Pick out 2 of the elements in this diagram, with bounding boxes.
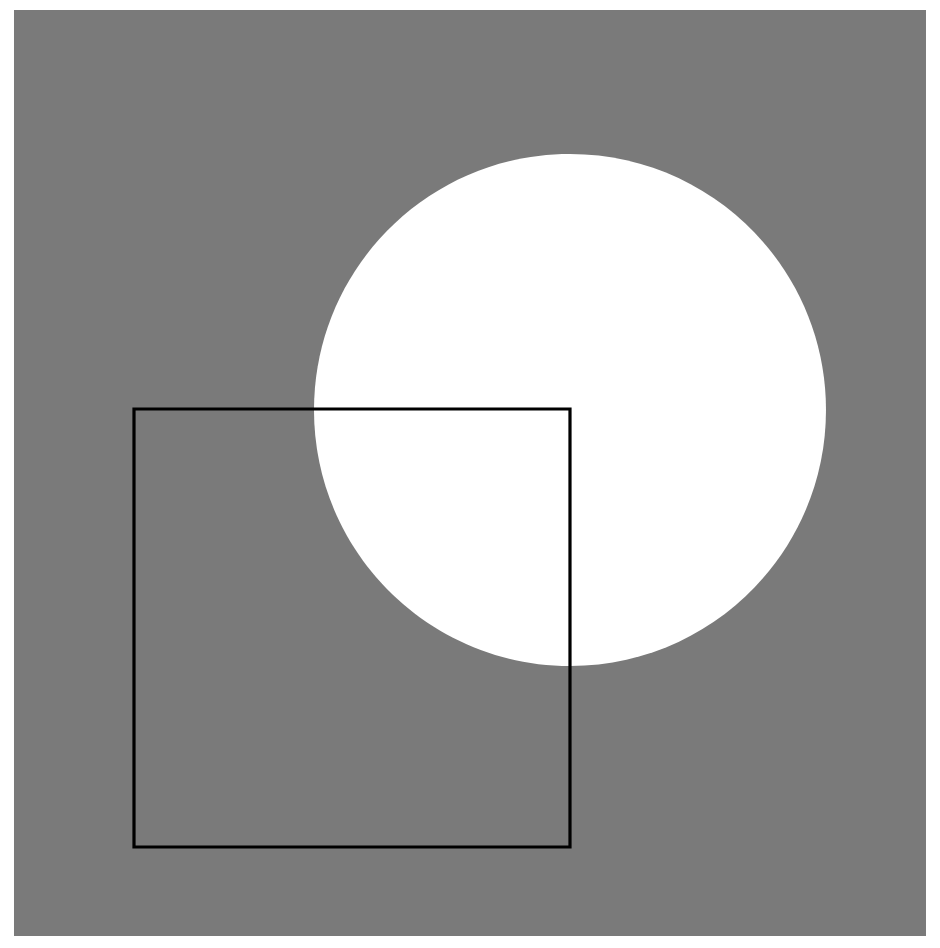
circle-shape — [314, 154, 826, 666]
square-outline — [132, 407, 572, 849]
